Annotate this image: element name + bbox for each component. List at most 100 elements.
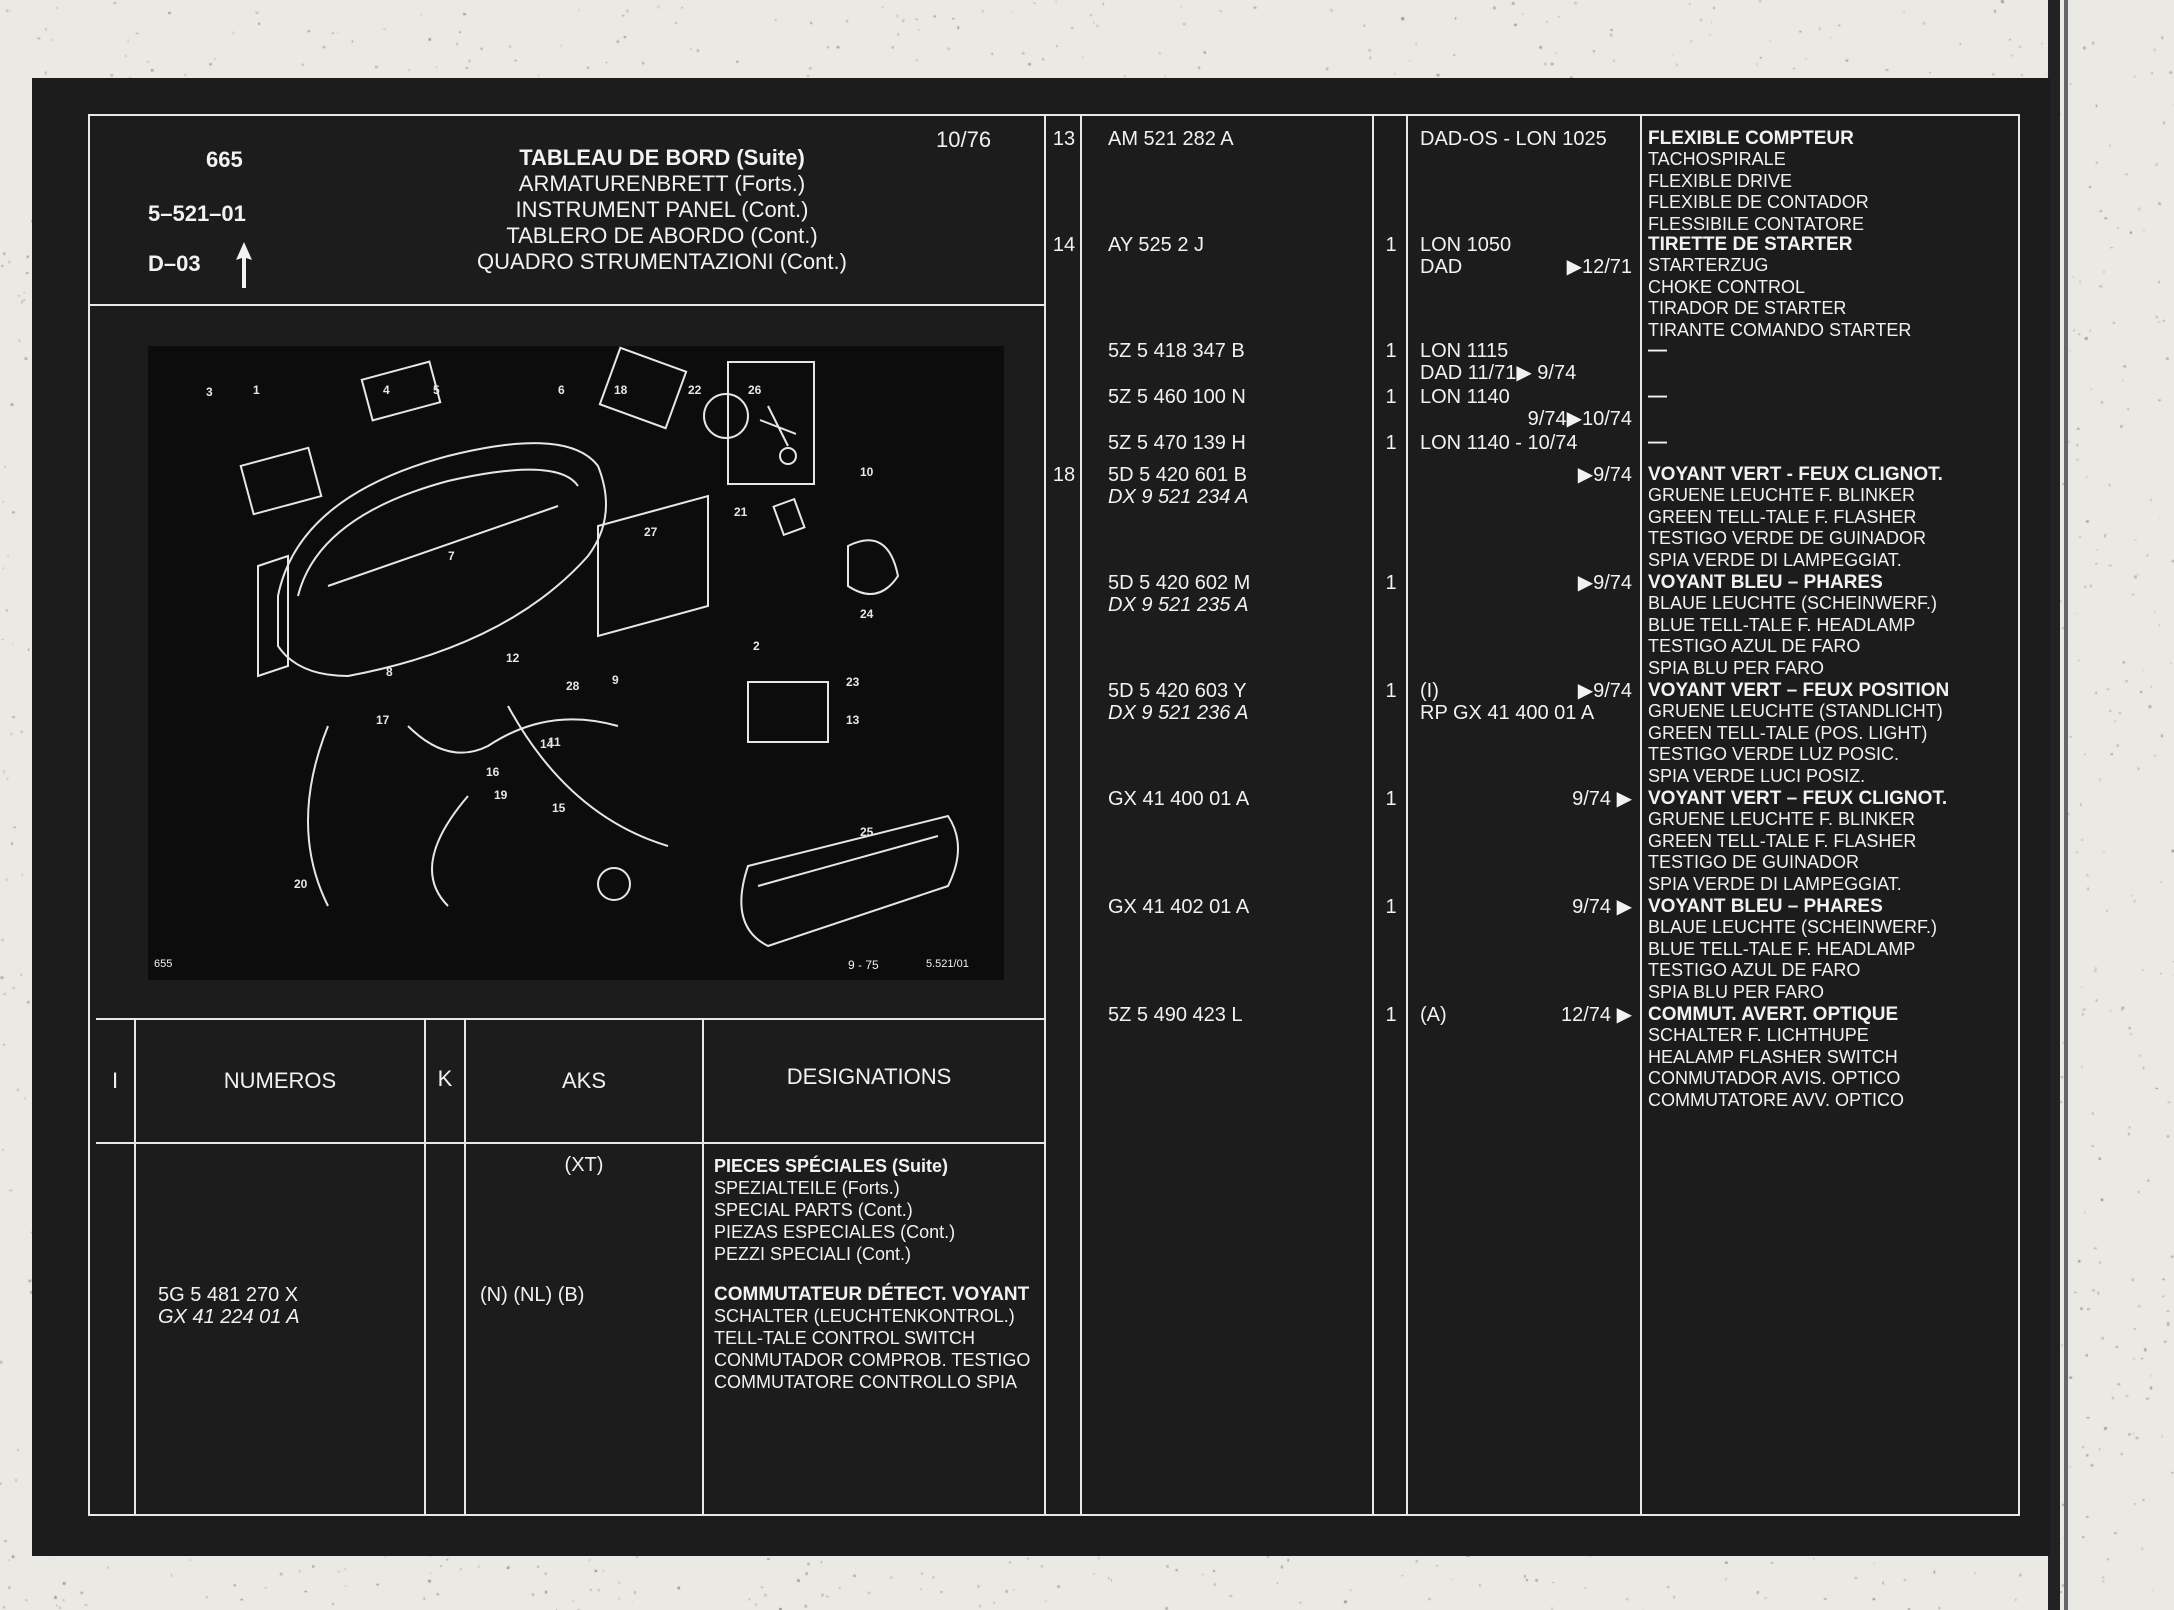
divider-col-k <box>1406 114 1408 1516</box>
callout-9: 9 <box>612 673 619 687</box>
divider-col-num <box>1372 114 1374 1516</box>
callout-13: 13 <box>846 713 860 727</box>
part-number: AM 521 282 A <box>1108 128 1234 150</box>
aks-code: DAD-OS - LON 1025 <box>1420 128 1607 150</box>
callout-28: 28 <box>566 679 580 693</box>
aks-code: LON 1140 - 10/74 <box>1420 432 1578 454</box>
part-number: 5Z 5 460 100 N <box>1108 386 1246 408</box>
callout-20: 20 <box>294 877 308 891</box>
designation-line: TIRANTE COMANDO STARTER <box>1648 319 1912 340</box>
callout-7: 7 <box>448 549 455 563</box>
designation-line: TIRADOR DE STARTER <box>1648 298 1847 319</box>
callout-27: 27 <box>644 525 658 539</box>
col-aks-left <box>702 1018 704 1516</box>
validity-date: 9/74 ▶ <box>1572 788 1632 810</box>
callout-11: 11 <box>548 735 561 749</box>
left-designation-en: TELL-TALE CONTROL SWITCH <box>714 1328 976 1348</box>
left-designation-de: SCHALTER (LEUCHTENKONTROL.) <box>714 1306 1015 1326</box>
designation-title: FLEXIBLE COMPTEUR <box>1648 128 1854 149</box>
col-head-numeros: NUMEROS <box>223 1068 337 1093</box>
special-parts-de: SPEZIALTEILE (Forts.) <box>714 1178 900 1198</box>
callout-5: 5 <box>433 383 440 397</box>
callout-15: 15 <box>552 801 566 815</box>
qty-k: 1 <box>1385 432 1397 454</box>
divider-col-aks <box>1640 114 1642 1516</box>
title-en: INSTRUMENT PANEL (Cont.) <box>515 197 809 222</box>
callout-22: 22 <box>688 383 702 397</box>
diagram-footer-right: 5.521/01 <box>926 958 969 970</box>
qty-k: 1 <box>1385 896 1397 918</box>
row-index: 14 <box>1052 234 1076 256</box>
designation-line: GRUENE LEUCHTE (STANDLICHT) <box>1648 701 1943 722</box>
left-designation-it: COMMUTATORE CONTROLLO SPIA <box>714 1372 1018 1392</box>
part-number: 5D 5 420 601 B <box>1108 464 1247 486</box>
left-part-number: 5G 5 481 270 X <box>158 1284 299 1306</box>
designation-line: FLESSIBILE CONTATORE <box>1648 213 1865 234</box>
title-de: ARMATURENBRETT (Forts.) <box>518 171 806 196</box>
page-edge-shadow-thin <box>2064 0 2068 1610</box>
designation-line: TESTIGO VERDE LUZ POSIC. <box>1648 744 1900 765</box>
designation-title: TIRETTE DE STARTER <box>1648 234 1853 255</box>
designation-line: STARTERZUG <box>1648 255 1769 276</box>
callout-23: 23 <box>846 675 860 689</box>
col-i-left <box>134 1018 136 1516</box>
designation-line: TESTIGO VERDE DE GUINADOR <box>1648 528 1927 549</box>
callout-26: 26 <box>748 383 762 397</box>
aks-code: LON 1050 <box>1420 234 1512 256</box>
designation-title: VOYANT VERT – FEUX CLIGNOT. <box>1648 788 1948 809</box>
designation-line: BLAUE LEUCHTE (SCHEINWERF.) <box>1648 917 1938 938</box>
aks-code-2: DAD <box>1420 256 1463 278</box>
aks-top: (XT) <box>564 1154 604 1176</box>
validity-date: ▶9/74 <box>1577 680 1632 702</box>
callout-10: 10 <box>860 465 874 479</box>
table-head-top <box>96 1018 1046 1020</box>
callout-3: 3 <box>206 385 213 399</box>
special-parts-fr: PIECES SPÉCIALES (Suite) <box>714 1156 949 1176</box>
designation-line: GREEN TELL-TALE F. FLASHER <box>1648 506 1917 527</box>
aks-code: (I) <box>1420 680 1439 702</box>
callout-1: 1 <box>253 383 260 397</box>
col-num-left <box>424 1018 426 1516</box>
frame-left <box>88 114 90 1516</box>
designation-title: — <box>1648 432 1667 453</box>
designation-line: GREEN TELL-TALE F. FLASHER <box>1648 830 1917 851</box>
left-designation-es: CONMUTADOR COMPROB. TESTIGO <box>714 1350 1031 1370</box>
qty-k: 1 <box>1385 788 1397 810</box>
divider-header <box>88 304 1046 306</box>
part-number-alt: DX 9 521 236 A <box>1108 702 1249 724</box>
title-es: TABLERO DE ABORDO (Cont.) <box>506 223 818 248</box>
part-number: 5Z 5 470 139 H <box>1108 432 1246 454</box>
callout-24: 24 <box>860 607 874 621</box>
designation-line: TESTIGO DE GUINADOR <box>1648 852 1860 873</box>
designation-line: COMMUTATORE AVV. OPTICO <box>1648 1089 1905 1110</box>
designation-line: GREEN TELL-TALE (POS. LIGHT) <box>1648 722 1928 743</box>
diagram-footer-left: 655 <box>154 958 173 970</box>
qty-k: 1 <box>1385 1004 1397 1026</box>
designation-line: TACHOSPIRALE <box>1648 149 1786 170</box>
col-k-left <box>464 1018 466 1516</box>
callout-2: 2 <box>753 639 760 653</box>
part-number-alt: DX 9 521 235 A <box>1108 594 1249 616</box>
designation-line: CHOKE CONTROL <box>1648 276 1806 297</box>
qty-k: 1 <box>1385 340 1397 362</box>
row-index: 13 <box>1052 128 1076 150</box>
designation-line: SCHALTER F. LICHTHUPE <box>1648 1025 1869 1046</box>
frame-bottom <box>88 1514 2020 1516</box>
qty-k: 1 <box>1385 680 1397 702</box>
title-fr: TABLEAU DE BORD (Suite) <box>519 145 805 170</box>
ref-code: D–03 <box>148 251 201 276</box>
special-parts-it: PEZZI SPECIALI (Cont.) <box>714 1244 912 1264</box>
designation-title: — <box>1648 340 1667 361</box>
aks-code-2: DAD 11/71▶ 9/74 <box>1420 362 1577 384</box>
designation-line: TESTIGO AZUL DE FARO <box>1648 636 1861 657</box>
designation-line: CONMUTADOR AVIS. OPTICO <box>1648 1068 1901 1089</box>
callout-17: 17 <box>376 713 390 727</box>
col-head-i: I <box>112 1068 119 1093</box>
callout-19: 19 <box>494 788 508 802</box>
group-number: 5–521–01 <box>148 201 246 226</box>
callout-6: 6 <box>558 383 565 397</box>
callout-18: 18 <box>614 383 628 397</box>
table-head-bottom <box>96 1142 1046 1144</box>
